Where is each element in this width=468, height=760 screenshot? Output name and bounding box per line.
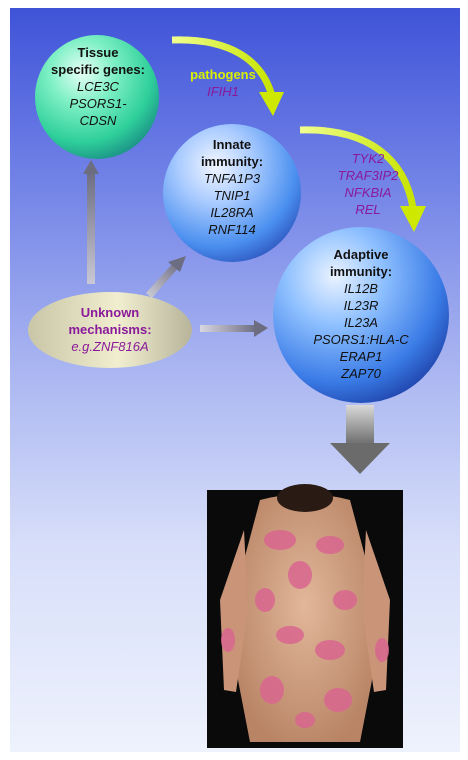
transfer-gene: TRAF3IP2 — [320, 167, 416, 184]
adaptive-node-text: Adaptive immunity: IL12B IL23R IL23A PSO… — [296, 246, 426, 382]
adaptive-gene: IL12B — [296, 280, 426, 297]
unknown-node-text: Unknown mechanisms: e.g.ZNF816A — [38, 304, 182, 355]
tissue-heading-1: Tissue — [43, 44, 153, 61]
unknown-to-innate-arrow — [146, 256, 186, 298]
innate-gene: TNFA1P3 — [180, 170, 284, 187]
innate-node-text: Innate immunity: TNFA1P3 TNIP1 IL28RA RN… — [180, 136, 284, 238]
unknown-heading-2: mechanisms: — [38, 321, 182, 338]
unknown-to-adaptive-arrow — [200, 320, 268, 337]
adaptive-gene: IL23A — [296, 314, 426, 331]
innate-heading-1: Innate — [180, 136, 284, 153]
transfer-gene: TYK2 — [320, 150, 416, 167]
innate-gene: IL28RA — [180, 204, 284, 221]
adaptive-gene: ERAP1 — [296, 348, 426, 365]
tissue-node-text: Tissue specific genes: LCE3C PSORS1- CDS… — [43, 44, 153, 129]
adaptive-gene: PSORS1:HLA-C — [296, 331, 426, 348]
transfer-gene: REL — [320, 201, 416, 218]
innate-gene: RNF114 — [180, 221, 284, 238]
pathogens-label-group: pathogens IFIH1 — [178, 66, 268, 100]
adaptive-gene: IL23R — [296, 297, 426, 314]
adaptive-to-phenotype-arrow — [330, 405, 390, 474]
innate-adaptive-genes: TYK2 TRAF3IP2 NFKBIA REL — [320, 150, 416, 218]
tissue-gene: LCE3C — [43, 78, 153, 95]
adaptive-gene: ZAP70 — [296, 365, 426, 382]
pathogens-label: pathogens — [178, 66, 268, 83]
pathogen-gene: IFIH1 — [178, 83, 268, 100]
unknown-example: e.g.ZNF816A — [38, 338, 182, 355]
clinical-photo — [207, 484, 403, 748]
innate-gene: TNIP1 — [180, 187, 284, 204]
adaptive-heading-2: immunity: — [296, 263, 426, 280]
transfer-gene: NFKBIA — [320, 184, 416, 201]
tissue-gene: PSORS1- — [43, 95, 153, 112]
adaptive-heading-1: Adaptive — [296, 246, 426, 263]
innate-heading-2: immunity: — [180, 153, 284, 170]
unknown-to-tissue-arrow — [83, 160, 99, 284]
tissue-heading-2: specific genes: — [43, 61, 153, 78]
tissue-gene: CDSN — [43, 112, 153, 129]
unknown-heading-1: Unknown — [38, 304, 182, 321]
